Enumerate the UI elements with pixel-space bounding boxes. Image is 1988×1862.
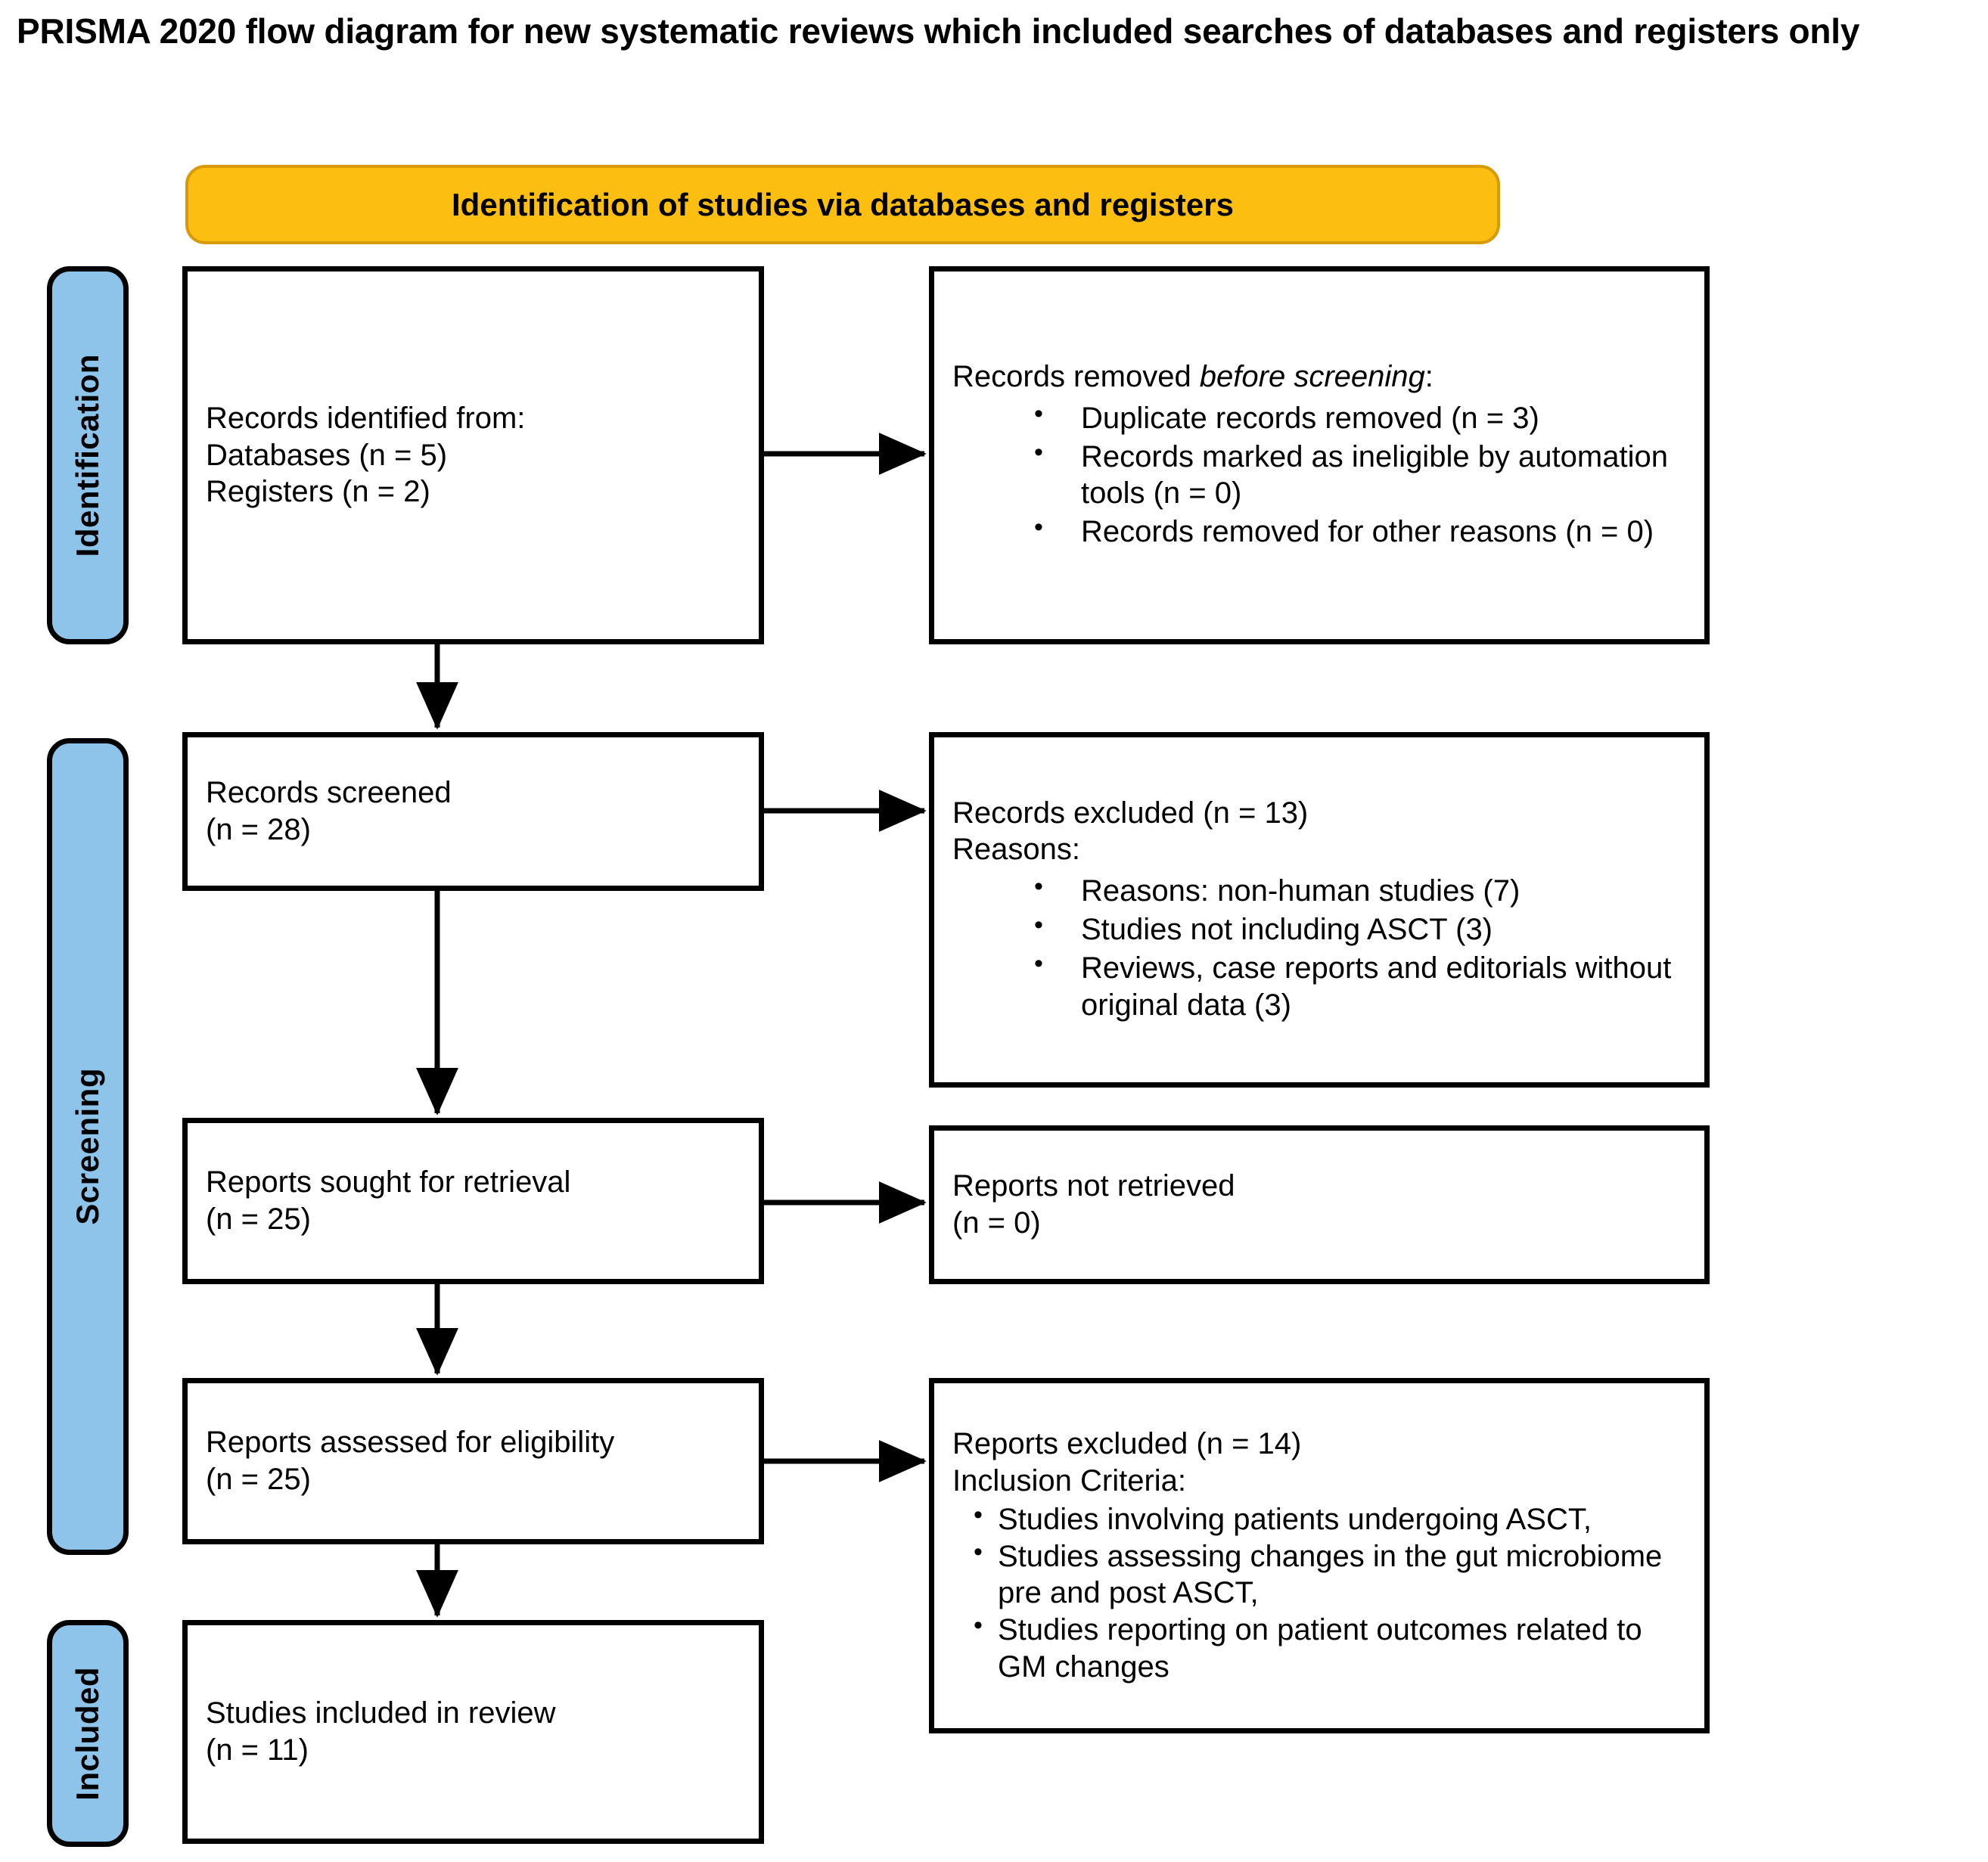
box-records-removed-before-screening: Records removed before screening: Duplic… bbox=[929, 266, 1710, 644]
reports-excluded-line-1: Reports excluded (n = 14) bbox=[952, 1427, 1302, 1461]
records-identified-line-3: Registers (n = 2) bbox=[206, 475, 430, 509]
records-screened-line-1: Records screened bbox=[206, 776, 452, 810]
records-excluded-bullets: Reasons: non-human studies (7) Studies n… bbox=[952, 871, 1686, 1025]
box-studies-included-in-review: Studies included in review (n = 11) bbox=[182, 1620, 764, 1844]
records-removed-heading-tail: : bbox=[1424, 360, 1434, 393]
records-removed-bullets: Duplicate records removed (n = 3) Record… bbox=[952, 399, 1686, 552]
records-excluded-line-2: Reasons: bbox=[952, 833, 1080, 867]
records-excluded-line-1: Records excluded (n = 13) bbox=[952, 796, 1309, 830]
box-reports-sought-for-retrieval: Reports sought for retrieval (n = 25) bbox=[182, 1118, 764, 1284]
records-screened-line-2: (n = 28) bbox=[206, 813, 311, 846]
reports-assessed-line-1: Reports assessed for eligibility bbox=[206, 1426, 615, 1460]
identification-banner: Identification of studies via databases … bbox=[185, 165, 1500, 244]
box-records-screened: Records screened (n = 28) bbox=[182, 732, 764, 891]
reports-sought-line-2: (n = 25) bbox=[206, 1203, 311, 1236]
reports-sought-line-1: Reports sought for retrieval bbox=[206, 1165, 571, 1199]
reports-assessed-line-2: (n = 25) bbox=[206, 1463, 311, 1496]
studies-included-line-2: (n = 11) bbox=[206, 1733, 309, 1767]
stage-bar-identification: Identification bbox=[47, 266, 129, 644]
studies-included-line-1: Studies included in review bbox=[206, 1696, 556, 1730]
records-identified-line-2: Databases (n = 5) bbox=[206, 438, 448, 472]
list-item: Studies involving patients undergoing AS… bbox=[974, 1500, 1686, 1538]
stage-bar-included: Included bbox=[47, 1620, 129, 1847]
list-item: Duplicate records removed (n = 3) bbox=[1034, 399, 1686, 437]
list-item: Records removed for other reasons (n = 0… bbox=[1034, 512, 1686, 551]
list-item: Studies reporting on patient outcomes re… bbox=[974, 1610, 1686, 1686]
list-item: Studies assessing changes in the gut mic… bbox=[974, 1537, 1686, 1612]
records-identified-line-1: Records identified from: bbox=[206, 401, 526, 435]
records-removed-heading-plain: Records removed bbox=[952, 360, 1200, 393]
box-reports-not-retrieved: Reports not retrieved (n = 0) bbox=[929, 1125, 1710, 1284]
box-reports-assessed-for-eligibility: Reports assessed for eligibility (n = 25… bbox=[182, 1378, 764, 1544]
page-title: PRISMA 2020 flow diagram for new systema… bbox=[17, 11, 1860, 51]
identification-banner-label: Identification of studies via databases … bbox=[452, 186, 1234, 222]
reports-not-retrieved-line-2: (n = 0) bbox=[952, 1206, 1041, 1240]
stage-bar-screening: Screening bbox=[47, 738, 129, 1555]
list-item: Reasons: non-human studies (7) bbox=[1034, 871, 1686, 910]
records-removed-heading: Records removed before screening: bbox=[952, 358, 1686, 396]
box-records-identified: Records identified from: Databases (n = … bbox=[182, 266, 764, 644]
reports-not-retrieved-line-1: Reports not retrieved bbox=[952, 1169, 1235, 1203]
reports-excluded-line-2: Inclusion Criteria: bbox=[952, 1464, 1187, 1497]
box-records-excluded: Records excluded (n = 13) Reasons: Reaso… bbox=[929, 732, 1710, 1088]
box-reports-excluded: Reports excluded (n = 14) Inclusion Crit… bbox=[929, 1378, 1710, 1733]
list-item: Studies not including ASCT (3) bbox=[1034, 910, 1686, 948]
list-item: Records marked as ineligible by automati… bbox=[1034, 437, 1686, 513]
reports-excluded-bullets: Studies involving patients undergoing AS… bbox=[952, 1500, 1686, 1686]
list-item: Reviews, case reports and editorials wit… bbox=[1034, 948, 1686, 1024]
records-removed-heading-italic: before screening bbox=[1199, 360, 1425, 393]
